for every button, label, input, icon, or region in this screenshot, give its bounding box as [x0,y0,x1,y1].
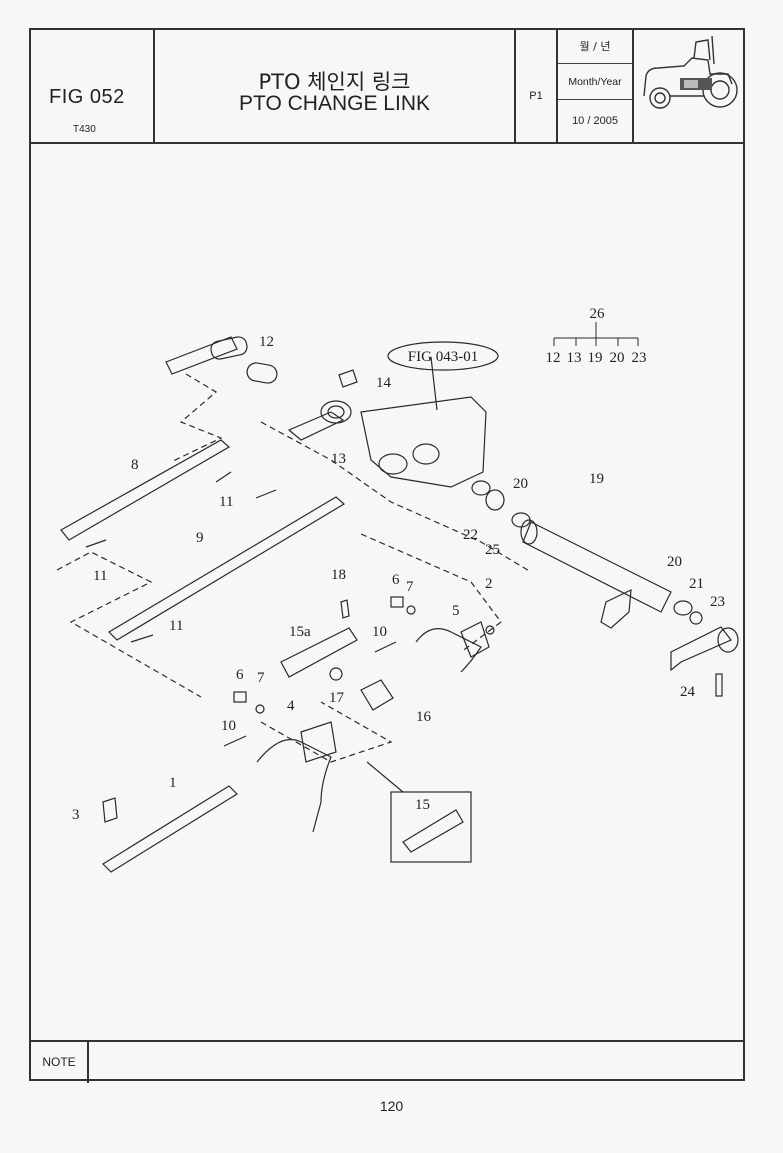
callout-21: 21 [689,576,704,592]
callout-7: 7 [406,579,414,595]
exploded-parts-diagram: FIG 043-01 26 12 13 19 20 23 12 14 13 8 … [56,306,739,873]
page-cell: P1 [516,30,558,142]
part-18-bolt [340,599,350,619]
housing-reference [360,396,487,488]
part-9-rod [108,496,346,641]
callout-2: 2 [485,576,493,592]
callout-7: 7 [257,670,265,686]
page-number: 120 [379,1098,404,1114]
kit-component-label: 13 [567,350,582,366]
callout-25: 25 [485,542,500,558]
callout-22: 22 [463,527,478,543]
part-20-collar [511,512,531,528]
callout-11: 11 [219,494,233,510]
callout-20: 20 [513,476,528,492]
callout-6: 6 [236,667,244,683]
part-15a-plate [280,627,358,678]
callout-23: 23 [710,594,725,610]
part-23-arm [670,626,732,672]
callout-24: 24 [680,684,696,700]
tractor-icon [643,35,738,109]
part-4-fork [256,738,332,833]
title-korean: PTO 체인지 링크 [258,70,411,94]
part-24-pin [715,673,723,697]
part-6-spring [390,596,404,608]
part-15-inset [390,791,472,863]
page-frame: FIG 052 T430 PTO 체인지 링크 PTO CHANGE LINK … [29,28,745,1083]
part-3-bolt [102,797,118,823]
date-cell: 월 / 년 Month/Year 10 / 2005 [558,30,634,142]
callout-9: 9 [196,530,204,546]
callout-1: 1 [169,775,177,791]
callout-6: 6 [392,572,400,588]
callout-12: 12 [259,334,274,350]
callout-8: 8 [131,457,139,473]
fig-cell: FIG 052 T430 [31,30,155,142]
part-21-ring [689,611,703,625]
callout-15a: 15a [289,624,311,640]
part-17-nut [329,667,343,681]
figure-reference-label: FIG 043-01 [408,349,478,365]
part-plate [165,336,238,375]
part-1-shaft [102,785,238,873]
callout-18: 18 [331,567,346,583]
callout-20: 20 [667,554,682,570]
part-22-snapring [471,480,491,496]
kit-component-label: 12 [546,350,561,366]
date-label-korean: 월 / 년 [558,30,632,64]
kit-component-label: 19 [588,350,603,366]
callout-15: 15 [415,797,430,813]
callout-4: 4 [287,698,295,714]
part-13-lever [287,411,345,441]
part-12-pin [246,362,278,384]
callout-10: 10 [221,718,236,734]
assembly-dash-line [170,373,223,463]
callout-14: 14 [376,375,392,391]
note-label: NOTE [31,1042,89,1083]
callout-5: 5 [452,603,460,619]
header-block: FIG 052 T430 PTO 체인지 링크 PTO CHANGE LINK … [31,30,743,144]
callout-3: 3 [72,807,80,823]
title-english: PTO CHANGE LINK [239,92,430,115]
callout-19: 19 [589,471,604,487]
fig-number: FIG 052 [49,86,125,108]
part-5-fork [415,628,482,673]
tractor-image-cell [634,30,743,142]
title-cell: PTO 체인지 링크 PTO CHANGE LINK [155,30,516,142]
part-2-ball [485,625,495,635]
part-16-block [360,679,394,711]
kit-component-label: 20 [610,350,625,366]
model-code: T430 [73,124,96,135]
part-19-shaft [522,521,672,613]
callout-17: 17 [329,690,345,706]
date-value: 10 / 2005 [572,115,618,127]
part-14-bolt [338,369,358,388]
part-25-ring [485,489,505,511]
date-label-english: Month/Year [558,64,632,100]
page-code: P1 [529,90,543,102]
callout-13: 13 [331,451,346,467]
callout-11: 11 [93,568,107,584]
callout-10: 10 [372,624,387,640]
part-8-rod [60,439,231,541]
kit-number: 26 [590,306,606,322]
note-row: NOTE [31,1040,743,1083]
kit-component-label: 23 [632,350,647,366]
callout-11: 11 [169,618,183,634]
callout-16: 16 [416,709,432,725]
